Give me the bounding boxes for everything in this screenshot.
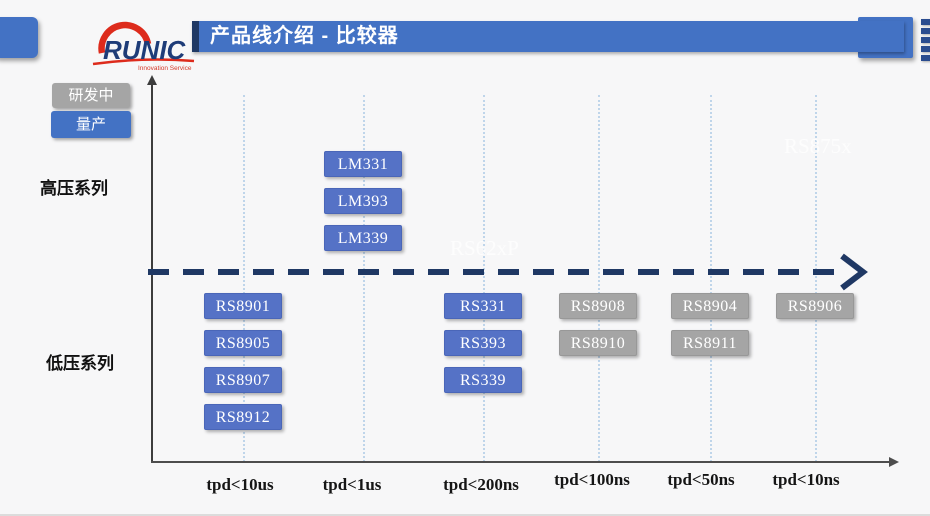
product-chip: RS393 [444, 330, 522, 356]
slide-title-bar: 产品线介绍 - 比较器 [192, 21, 904, 52]
product-chip: LM339 [324, 225, 402, 251]
x-tick-label: tpd<50ns [667, 470, 735, 489]
logo-brand-text: RUNIC [103, 35, 187, 65]
edge-bar [921, 55, 930, 61]
x-axis-line [151, 461, 891, 463]
legend-mass-production: 量产 [51, 111, 131, 138]
product-chip: LM331 [324, 151, 402, 177]
gridline [815, 95, 817, 462]
row-label-high-voltage: 高压系列 [40, 179, 108, 198]
dashed-divider-arrow [148, 253, 868, 291]
edge-bar [921, 37, 930, 43]
edge-bar [921, 19, 930, 25]
gridline [243, 95, 245, 462]
x-tick-label: tpd<1us [322, 475, 382, 494]
edge-bar [921, 46, 930, 52]
right-edge-bars [921, 19, 930, 64]
x-tick-label: tpd<200ns [443, 475, 519, 494]
gridline [363, 95, 365, 462]
logo-underline [92, 58, 195, 66]
product-chip: RS8910 [559, 330, 637, 356]
x-axis-arrow-icon [889, 457, 899, 467]
corner-accent-top-left [0, 17, 38, 58]
product-chip: RS8907 [204, 367, 282, 393]
product-chip: RS331 [444, 293, 522, 319]
product-chip: RS8911 [671, 330, 749, 356]
runic-logo: RUNIC Innovation Service [88, 12, 198, 72]
product-column-tpd-10ns: RS8906 [776, 293, 854, 330]
product-chip: RS8901 [204, 293, 282, 319]
product-chip: RS339 [444, 367, 522, 393]
x-tick-label: tpd<10ns [772, 470, 840, 489]
edge-bar [921, 28, 930, 34]
product-chip: RS8912 [204, 404, 282, 430]
y-axis-arrow-icon [147, 75, 157, 85]
gridline [710, 95, 712, 462]
x-tick-label: tpd<100ns [554, 470, 630, 489]
x-tick-label: tpd<10us [206, 475, 274, 494]
product-chip: RS8908 [559, 293, 637, 319]
product-chip: RS8904 [671, 293, 749, 319]
product-chip: LM393 [324, 188, 402, 214]
legend-in-development: 研发中 [52, 83, 130, 108]
logo-arc [98, 21, 152, 54]
page-title: 产品线介绍 - 比较器 [210, 25, 399, 47]
product-chip: RS8906 [776, 293, 854, 319]
product-chip: RS8905 [204, 330, 282, 356]
row-label-low-voltage: 低压系列 [46, 354, 114, 373]
gridline [598, 95, 600, 462]
gridline [483, 95, 485, 462]
watermark: RS875x [784, 134, 852, 158]
logo-tagline: Innovation Service [138, 65, 192, 72]
